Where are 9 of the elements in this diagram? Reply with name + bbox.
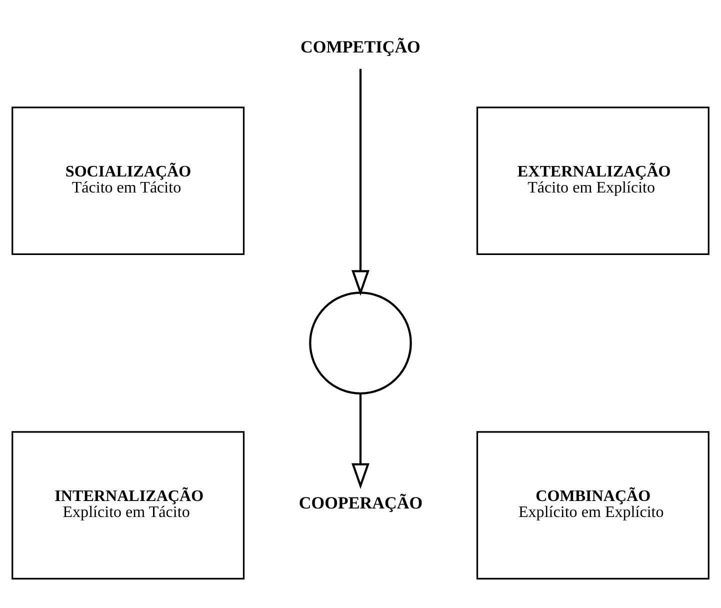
arrow — [352, 68, 370, 296]
arrow — [352, 392, 370, 488]
node-box: COMBINAÇÃO Explícito em Explícito — [476, 430, 710, 580]
node-box: SOCIALIZAÇÃO Tácito em Tácito — [12, 106, 245, 254]
node-box: INTERNALIZAÇÃO Explícito em Tácito — [12, 430, 245, 580]
node-box: EXTERNALIZAÇÃO Tácito em Explícito — [476, 106, 710, 254]
node-text: COMPETIÇÃO — [300, 37, 420, 56]
node-circle — [309, 291, 412, 394]
node-text: COOPERAÇÃO — [298, 492, 423, 512]
